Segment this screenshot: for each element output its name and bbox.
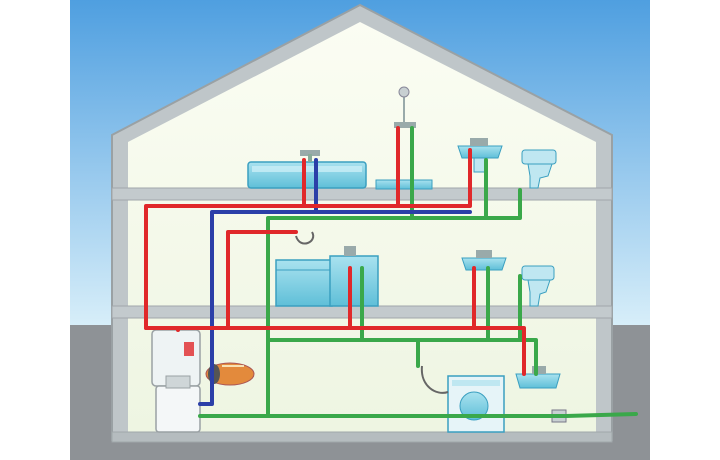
shower-head [394, 86, 416, 128]
cold-water-pipe [198, 210, 472, 406]
washing-machine [447, 375, 505, 433]
attic-floor-slab [111, 187, 613, 201]
dishwasher [275, 259, 333, 307]
pipe-network [144, 126, 638, 418]
ground-floor-slab [111, 431, 613, 443]
kitchen-sink [329, 246, 379, 307]
supply-pipe-upper [266, 188, 522, 342]
kitchen-tap-hose [295, 231, 315, 245]
hot-water-first-floor [144, 326, 526, 376]
first-floor-toilet [521, 265, 555, 307]
utility-sink [515, 366, 561, 389]
supply-pipe-riser [266, 338, 538, 418]
supply-pipe-attic-fixtures [410, 126, 488, 220]
boiler [155, 375, 201, 433]
washing-machine-hose [420, 365, 449, 394]
supply-pipe-main [198, 412, 638, 418]
shower-tray [375, 179, 433, 190]
attic-toilet [521, 149, 557, 189]
bathtub [247, 150, 367, 189]
hot-water-kitchen [226, 230, 352, 330]
